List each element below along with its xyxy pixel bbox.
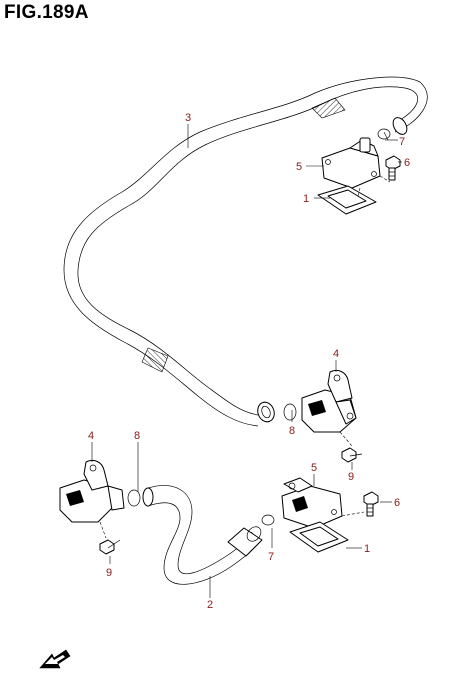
callout-9-lower[interactable]: 9 [106,567,112,579]
bolt-6-top [385,155,401,181]
callout-labels: 3 7 6 5 1 4 8 9 4 8 5 6 1 7 9 2 [88,112,410,611]
clip-7-lower [261,514,275,526]
valve-4-middle [301,369,357,433]
callout-7-lower[interactable]: 7 [268,551,274,563]
screw-9-lower [99,539,121,555]
callout-4-middle[interactable]: 4 [333,348,339,360]
fwd-arrow-icon [39,649,71,669]
gasket-1-lower [289,521,349,553]
clip-8-lower [127,489,141,507]
screw-9-middle [341,447,363,463]
gasket-1-top [317,185,377,215]
clip-7-top [377,128,391,140]
callout-3[interactable]: 3 [185,112,191,124]
hose-sleeve-upper [311,97,346,119]
figure-title: FIG.189A [4,2,89,23]
callout-6-top[interactable]: 6 [404,157,410,169]
callout-6-lower[interactable]: 6 [394,497,400,509]
callout-8-middle[interactable]: 8 [289,425,295,437]
hose-long-3 [63,76,428,427]
callout-2[interactable]: 2 [207,599,213,611]
callout-1-top[interactable]: 1 [303,193,309,205]
hose-sleeve-lower [141,347,169,373]
callout-5-top[interactable]: 5 [296,161,302,173]
valve-housing-5-top [321,137,381,189]
leader-lines [91,124,402,598]
callout-9-middle[interactable]: 9 [348,471,354,483]
callout-8-lower[interactable]: 8 [134,430,140,442]
clip-8-middle [283,403,297,421]
hose-short-2 [142,485,263,585]
callout-7-top[interactable]: 7 [399,136,405,148]
valve-4-lower [59,459,125,523]
callout-1-lower[interactable]: 1 [364,543,370,555]
callout-5-lower[interactable]: 5 [311,462,317,474]
callout-4-lower[interactable]: 4 [88,430,94,442]
valve-housing-5-lower [281,477,343,529]
bolt-6-lower [363,491,379,517]
